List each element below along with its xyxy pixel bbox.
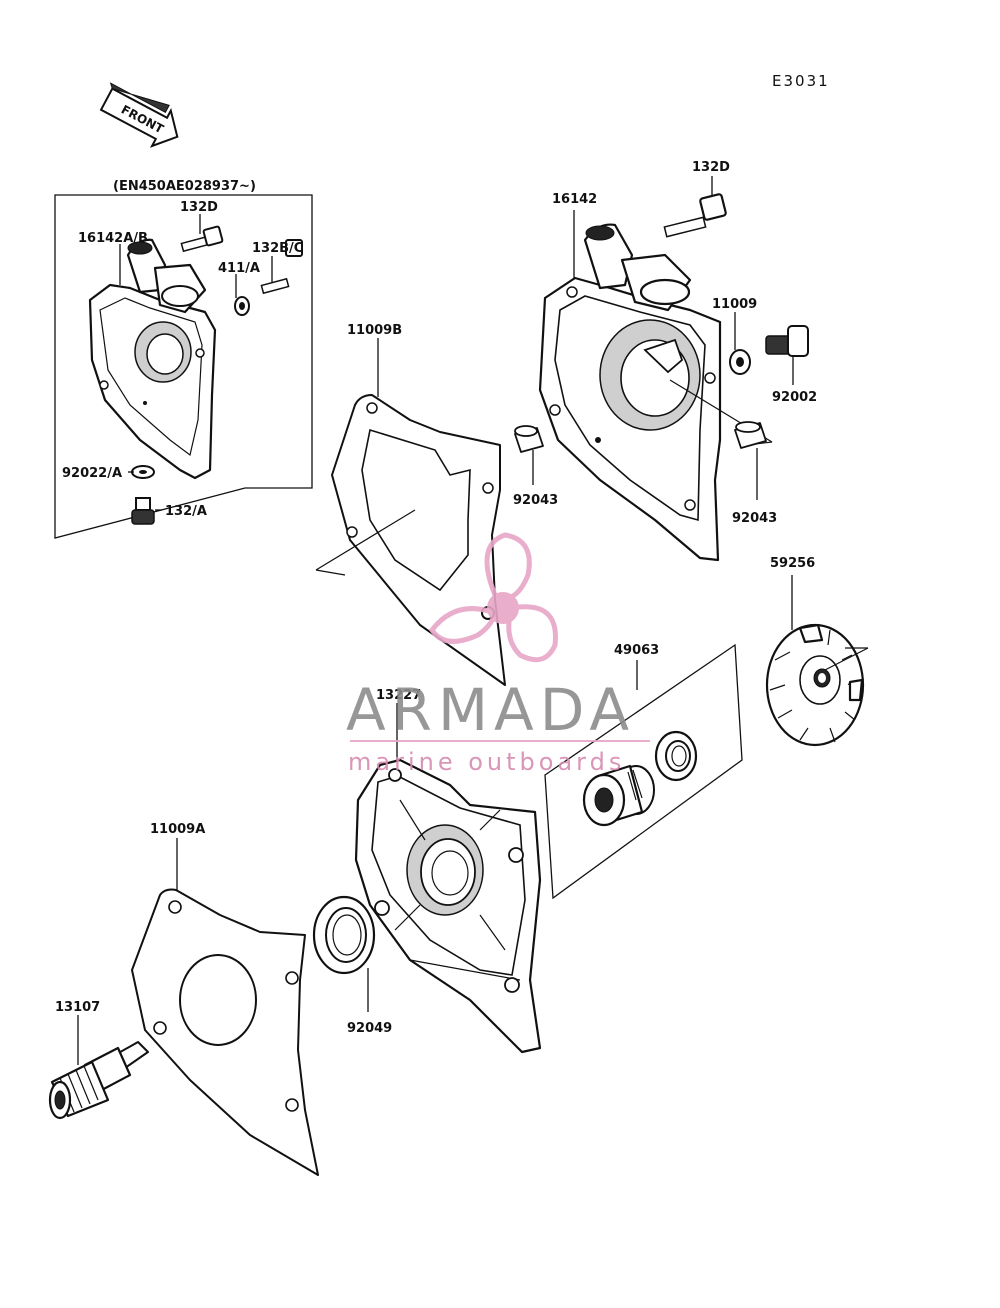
plug-92002 — [765, 325, 809, 357]
inset-housing — [88, 238, 217, 480]
gasket-11009B — [315, 394, 506, 686]
watermark-brand: ARMADA — [346, 676, 635, 744]
label-11009B: 11009B — [347, 323, 402, 338]
bolt-132BC — [260, 239, 303, 295]
label-92043-left: 92043 — [513, 493, 558, 508]
bolt-132D-inset — [180, 225, 224, 253]
watermark-tagline: marine outboards — [348, 748, 625, 776]
label-49063: 49063 — [614, 643, 659, 658]
bolt-132D — [663, 193, 727, 238]
armada-logo-icon — [428, 532, 558, 663]
label-11009A: 11009A — [150, 822, 205, 837]
dowel-92043-left — [514, 425, 544, 453]
label-132D: 132D — [692, 160, 730, 175]
housing-16142 — [538, 223, 773, 562]
seal-sleeve — [582, 764, 655, 827]
label-13227: 13227 — [376, 688, 421, 703]
label-59256: 59256 — [770, 556, 815, 571]
label-132BC: 132B/C — [252, 241, 303, 256]
impeller-59256 — [765, 623, 869, 747]
plug-132A — [131, 497, 155, 525]
dowel-92043-right — [734, 421, 767, 449]
label-92002: 92002 — [772, 390, 817, 405]
inset-group: (EN450AE028937~) — [54, 179, 313, 539]
label-11009: 11009 — [712, 297, 757, 312]
front-arrow-icon: FRONT — [99, 82, 179, 148]
washer-411A — [234, 296, 250, 316]
label-13107: 13107 — [55, 1000, 100, 1015]
seal-ring — [654, 730, 698, 782]
fitting-13107 — [48, 1041, 149, 1120]
label-92043-right: 92043 — [732, 511, 777, 526]
cover-13227 — [354, 758, 542, 1054]
label-132A: 132/A — [165, 504, 207, 519]
label-92022A: 92022/A — [62, 466, 122, 481]
label-132D-inset: 132D — [180, 200, 218, 215]
label-92049: 92049 — [347, 1021, 392, 1036]
diagram-code: E3031 — [772, 72, 830, 90]
washer-92022A — [131, 465, 155, 479]
label-411A: 411/A — [218, 261, 260, 276]
label-16142AB: 16142A/B — [78, 231, 148, 246]
oil-seal-92049 — [312, 895, 376, 975]
gasket-11009A — [131, 888, 319, 1176]
inset-serial: (EN450AE028937~) — [113, 179, 256, 194]
label-16142: 16142 — [552, 192, 597, 207]
washer-11009 — [729, 349, 751, 375]
seal-kit-49063 — [544, 643, 743, 900]
